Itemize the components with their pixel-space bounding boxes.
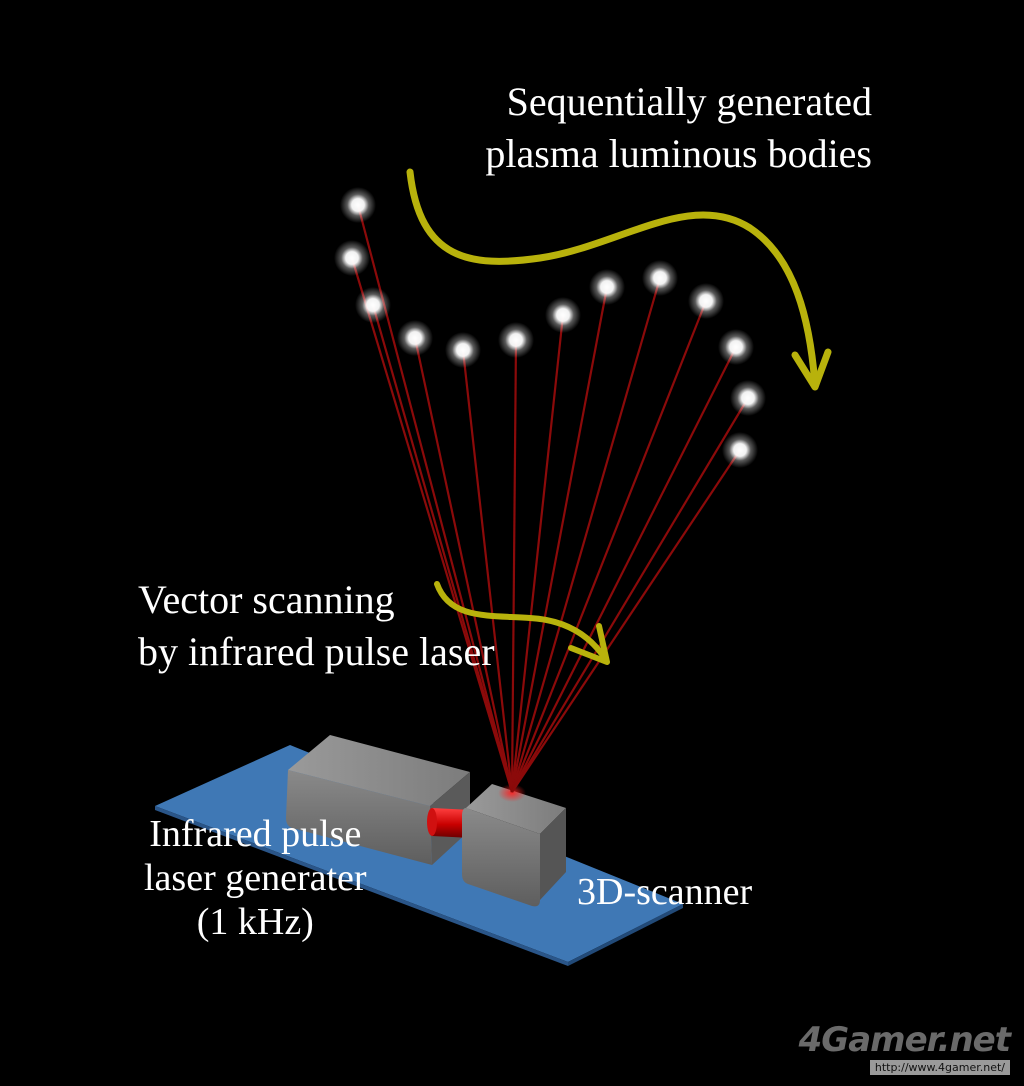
plasma-point [718, 329, 754, 365]
base-platform-edge-right [568, 904, 683, 966]
plasma-point [730, 380, 766, 416]
laser-beams [350, 204, 749, 793]
plasma-point [589, 269, 625, 305]
watermark-logo: 4Gamer.net [798, 1020, 1011, 1060]
plasma-point [340, 187, 376, 223]
base-platform-edge [155, 806, 568, 966]
plasma-point [498, 322, 534, 358]
laser-beam [350, 257, 514, 793]
scanner-output-spot [498, 784, 526, 802]
plasma-point [688, 283, 724, 319]
laser-beam [510, 339, 518, 793]
plasma-point [722, 432, 758, 468]
plasma-point [355, 287, 391, 323]
plasma-point [397, 320, 433, 356]
laser-beam [461, 349, 514, 793]
laser-beam [511, 397, 749, 793]
plasma-point [642, 260, 678, 296]
laser-beam [510, 277, 662, 793]
laser-beam [511, 346, 737, 793]
generator-label-line-1: Infrared pulse [149, 813, 362, 855]
sequence-arrow [406, 168, 832, 391]
site-watermark: 4Gamer.net http://www.4gamer.net/ [798, 1020, 1011, 1076]
generator-label-line-3: (1 kHz) [196, 901, 314, 943]
laser-beam [510, 314, 565, 793]
laser-beam [413, 337, 514, 793]
scanner-box [462, 784, 566, 907]
plasma-point [545, 297, 581, 333]
plasma-points [334, 187, 766, 468]
laser-beam [511, 449, 741, 793]
laser-generator-label: Infrared pulse laser generater (1 kHz) [144, 812, 367, 944]
vector-label-line-2: by infrared pulse laser [138, 629, 495, 674]
laser-beam [371, 304, 514, 793]
laser-beam [510, 300, 708, 793]
plasma-bodies-label: Sequentially generated plasma luminous b… [485, 76, 872, 180]
scanner-label: 3D-scanner [577, 871, 753, 913]
plasma-point [445, 332, 481, 368]
scan-direction-arrow [434, 581, 610, 665]
plasma-point [334, 240, 370, 276]
vector-label-line-1: Vector scanning [138, 577, 395, 622]
plasma-label-line-2: plasma luminous bodies [485, 131, 872, 176]
laser-beam [510, 286, 609, 793]
vector-scanning-label: Vector scanning by infrared pulse laser [138, 574, 495, 678]
generator-label-line-2: laser generater [144, 857, 367, 899]
watermark-url: http://www.4gamer.net/ [869, 1060, 1010, 1075]
plasma-label-line-1: Sequentially generated [506, 79, 872, 124]
